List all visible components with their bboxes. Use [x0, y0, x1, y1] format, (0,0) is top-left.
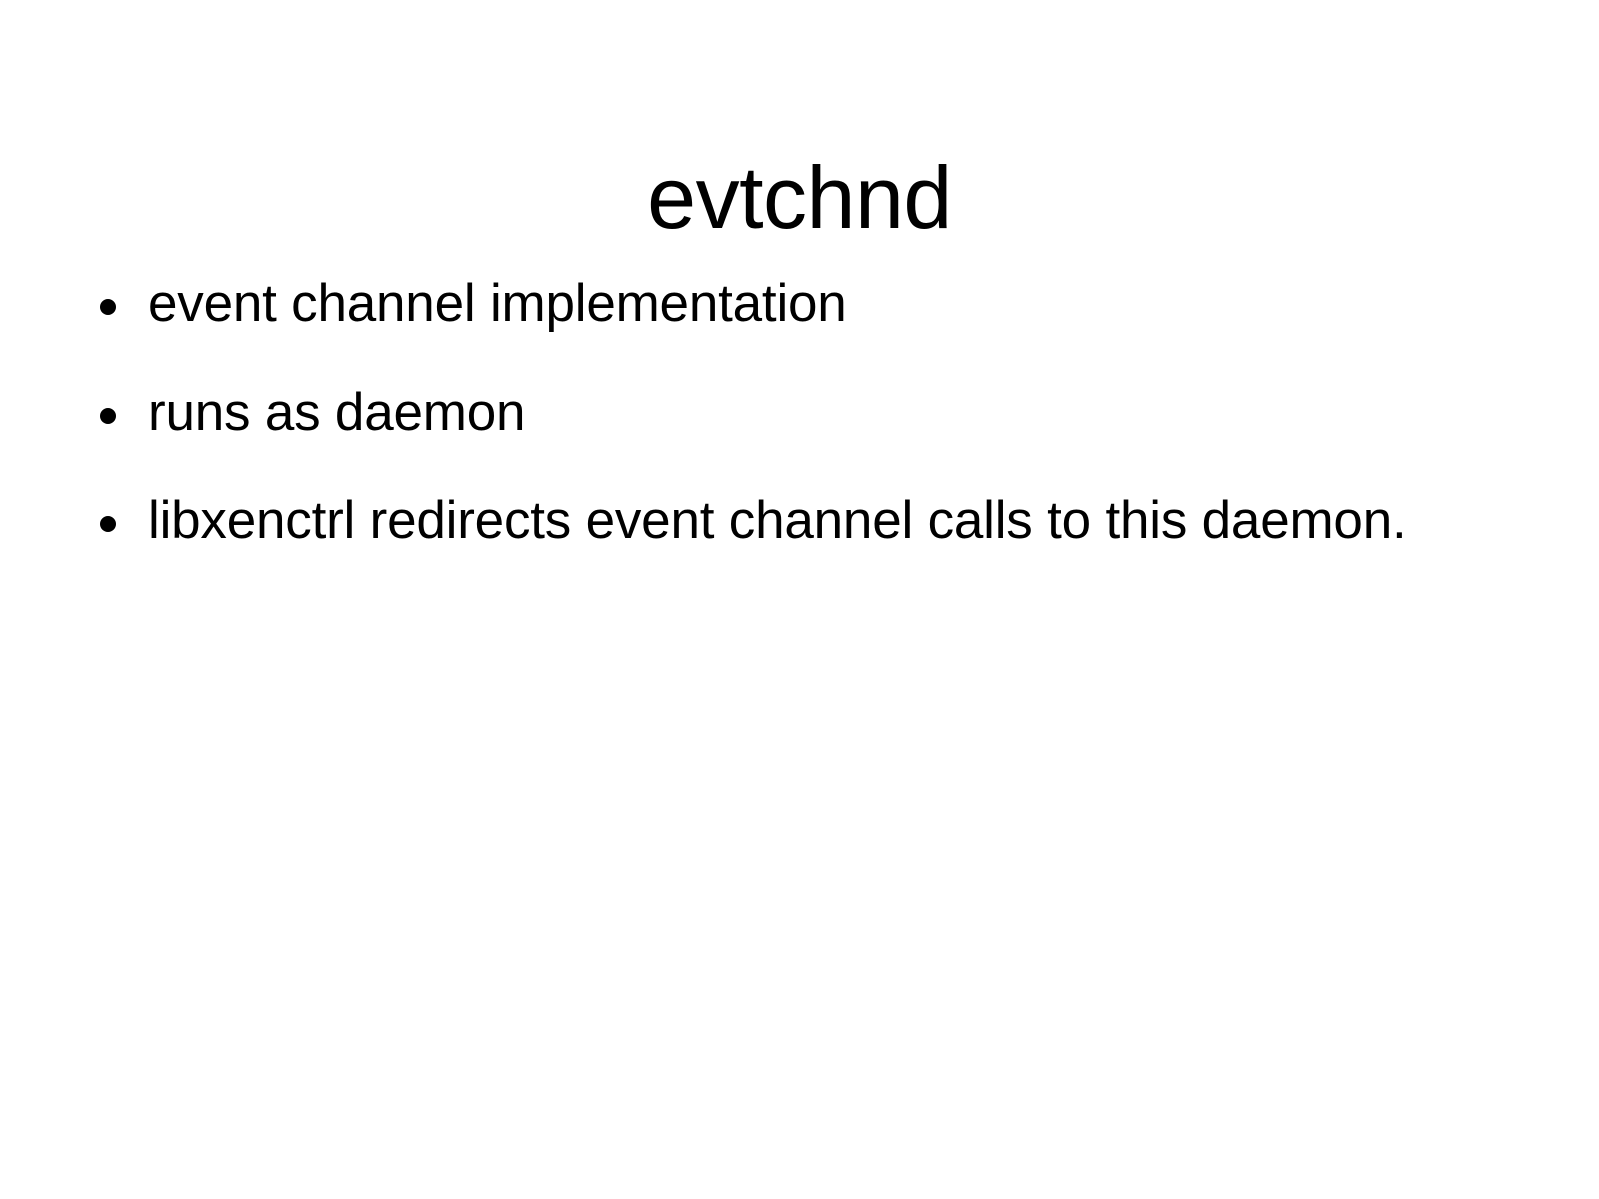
bullet-point-icon: [100, 299, 116, 315]
bullet-item: event channel implementation: [88, 272, 1488, 337]
slide-bullet-list: event channel implementation runs as dae…: [88, 272, 1488, 554]
slide-title: evtchnd: [647, 147, 952, 247]
bullet-point-icon: [100, 407, 116, 424]
bullet-item-label: runs as daemon: [148, 382, 526, 442]
bullet-item-label: event channel implementation: [148, 274, 847, 333]
bullet-point-icon: [100, 516, 116, 533]
bullet-item: libxenctrl redirects event channel calls…: [88, 489, 1488, 554]
bullet-item-label: libxenctrl redirects event channel calls…: [148, 491, 1407, 551]
bullet-item: runs as daemon: [88, 381, 1488, 446]
